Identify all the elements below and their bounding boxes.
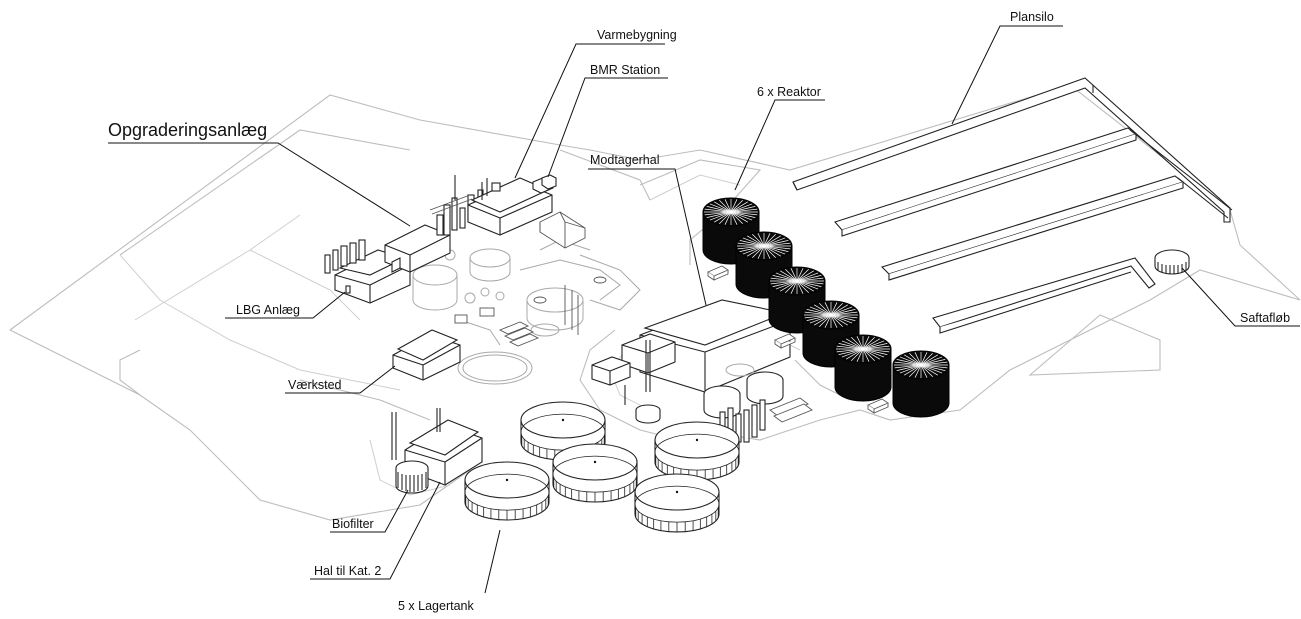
label-lagertank: 5 x Lagertank (398, 599, 474, 613)
upgrading-plant (324, 174, 557, 304)
label-biofilter: Biofilter (332, 517, 374, 531)
storage-tank (552, 443, 638, 503)
label-varmebygning: Varmebygning (597, 28, 677, 42)
label-reaktor: 6 x Reaktor (757, 85, 821, 99)
label-vaerksted: Værksted (288, 378, 342, 392)
saftafloeb-tank (1154, 249, 1190, 275)
reactors (702, 197, 950, 418)
reactor-tank (834, 334, 892, 402)
reactor-equipment (707, 265, 889, 414)
label-lbg-anlaeg: LBG Anlæg (236, 303, 300, 317)
labels: Opgraderingsanlæg Varmebygning BMR Stati… (108, 10, 1290, 613)
label-saftafloeb: Saftafløb (1240, 311, 1290, 325)
hall-cat2-biofilter (391, 408, 483, 494)
central-ghost-structures (412, 211, 641, 385)
reception-hall (591, 299, 791, 424)
storage-tank (634, 473, 720, 533)
label-bmr-station: BMR Station (590, 63, 660, 77)
storage-tank (464, 461, 550, 521)
plansilo (792, 77, 1233, 334)
label-hal-til-kat2: Hal til Kat. 2 (314, 564, 381, 578)
storage-tank (654, 421, 740, 481)
label-plansilo: Plansilo (1010, 10, 1054, 24)
reactor-tank (802, 300, 860, 368)
label-modtagerhal: Modtagerhal (590, 153, 660, 167)
leader-lines (108, 25, 1300, 594)
label-opgraderingsanlaeg: Opgraderingsanlæg (108, 120, 267, 140)
process-tanks (703, 363, 813, 443)
workshop (392, 329, 461, 381)
storage-tanks (464, 401, 740, 533)
reactor-tank (892, 350, 950, 418)
